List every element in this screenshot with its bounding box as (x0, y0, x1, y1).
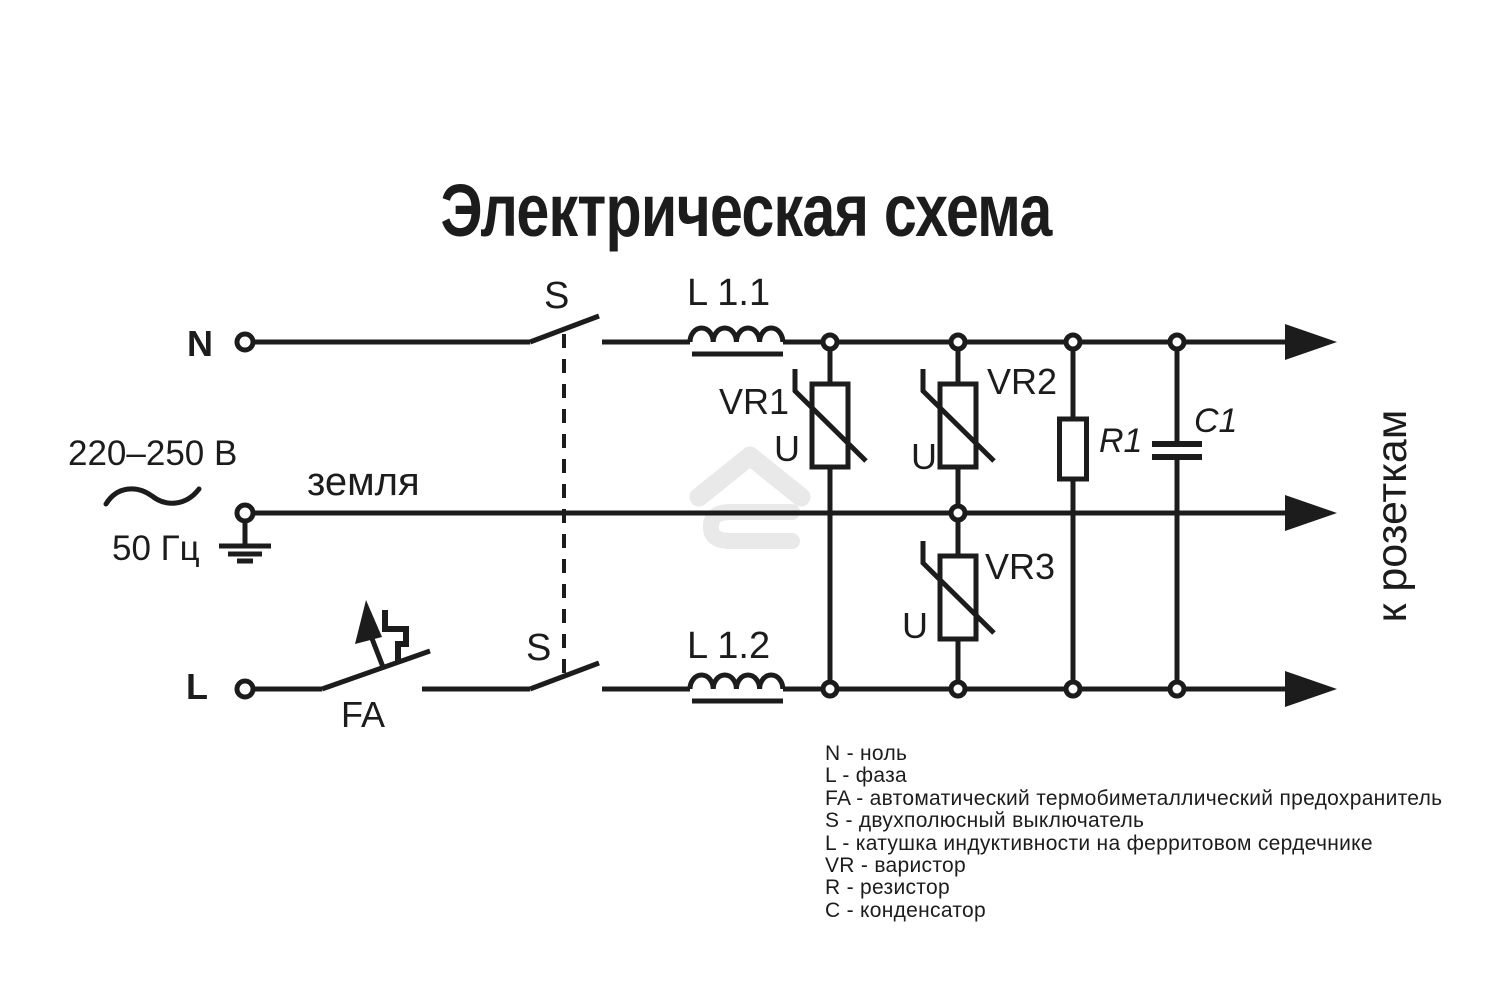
junction-dot (1167, 679, 1187, 699)
inductor-bottom-symbol (687, 672, 786, 704)
varistor2-label: VR2 (987, 361, 1058, 402)
switch-blade-top (529, 313, 600, 345)
output-sockets-label: к розеткам (1368, 409, 1416, 623)
legend-item-capacitor: C - конденсатор (825, 898, 987, 922)
voltage-label: 220–250 В (68, 434, 238, 473)
neutral-terminal-label: N (187, 323, 213, 364)
ground-icon (219, 521, 271, 564)
legend: N - ноль L - фаза FA - автоматический те… (825, 742, 1443, 922)
legend-item-neutral: N - ноль (825, 742, 908, 765)
legend-item-inductor: L - катушка индуктивности на ферритовом … (825, 831, 1373, 855)
earth-label: земля (307, 460, 420, 504)
terminal-phase (234, 678, 256, 700)
switch-bottom-label: S (526, 627, 552, 669)
varistor3-u-label: U (902, 605, 928, 646)
fuse-release-arrowhead (355, 600, 382, 644)
legend-item-resistor: R - резистор (825, 876, 950, 900)
arrow-right-earth (1285, 495, 1337, 531)
terminal-neutral (234, 331, 256, 353)
varistor3-label: VR3 (985, 546, 1056, 587)
fuse-label: FA (341, 694, 386, 735)
sine-wave-icon (103, 486, 202, 507)
junction-dot (1063, 332, 1083, 352)
varistor1-label: VR1 (719, 381, 790, 422)
terminal-earth (234, 502, 256, 524)
junction-dot (948, 332, 968, 352)
page-title: Электрическая схема (440, 169, 1052, 252)
legend-item-fuse: FA - автоматический термобиметаллический… (825, 786, 1443, 810)
arrow-right-phase (1285, 671, 1337, 707)
junction-dots (820, 332, 1187, 699)
arrow-right-neutral (1285, 324, 1337, 360)
varistor2-u-label: U (911, 436, 937, 477)
phase-terminal-label: L (186, 666, 208, 707)
frequency-label: 50 Гц (112, 529, 200, 568)
inductor-bottom-label: L 1.2 (687, 625, 771, 667)
junction-dot (820, 679, 840, 699)
inductor-top-symbol (687, 325, 786, 357)
capacitor-symbol (1152, 342, 1202, 689)
junction-dot (1063, 679, 1083, 699)
junction-dot (948, 679, 968, 699)
resistor-label: R1 (1099, 422, 1143, 460)
varistor1-u-label: U (774, 428, 800, 469)
legend-item-phase: L - фаза (825, 764, 907, 788)
switch-top-label: S (544, 275, 570, 317)
varistor3-symbol (920, 513, 996, 689)
input-terminals (234, 331, 256, 700)
junction-dot (820, 332, 840, 352)
legend-item-switch: S - двухполюсный выключатель (825, 809, 1145, 833)
capacitor-label: C1 (1194, 402, 1238, 440)
legend-item-varistor: VR - варистор (825, 854, 966, 878)
junction-dot (1167, 332, 1187, 352)
junction-dot (948, 503, 968, 523)
varistor2-symbol (920, 342, 996, 513)
thermal-element (382, 610, 409, 663)
resistor-symbol (1057, 342, 1089, 689)
fuse-release-symbol (368, 610, 409, 668)
switch-blade-bottom (529, 660, 600, 692)
fuse-blade (321, 648, 431, 692)
inductor-top-label: L 1.1 (687, 272, 771, 314)
